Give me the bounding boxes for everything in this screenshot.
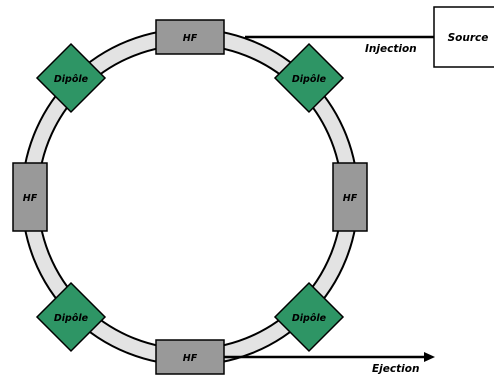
hf-right-label: HF — [343, 193, 358, 204]
hf-left-label: HF — [23, 193, 38, 204]
ejection-arrow — [222, 352, 435, 362]
source-label: Source — [448, 32, 489, 44]
injection-label: Injection — [365, 43, 417, 55]
dipole-magnet-top-right: Dipôle — [273, 42, 345, 114]
dipole-bl-label: Dipôle — [54, 313, 89, 324]
hf-cavity-bottom: HF — [155, 339, 225, 375]
dipole-tr-label: Dipôle — [292, 74, 327, 85]
dipole-magnet-top-left: Dipôle — [35, 42, 107, 114]
hf-cavity-top: HF — [155, 19, 225, 55]
hf-bottom-label: HF — [183, 353, 198, 364]
source-box: Source — [433, 6, 494, 68]
hf-top-label: HF — [183, 33, 198, 44]
hf-cavity-right: HF — [332, 162, 368, 232]
ejection-label: Ejection — [372, 363, 419, 375]
hf-cavity-left: HF — [12, 162, 48, 232]
dipole-tl-label: Dipôle — [54, 74, 89, 85]
dipole-magnet-bottom-right: Dipôle — [273, 281, 345, 353]
dipole-br-label: Dipôle — [292, 313, 327, 324]
dipole-magnet-bottom-left: Dipôle — [35, 281, 107, 353]
